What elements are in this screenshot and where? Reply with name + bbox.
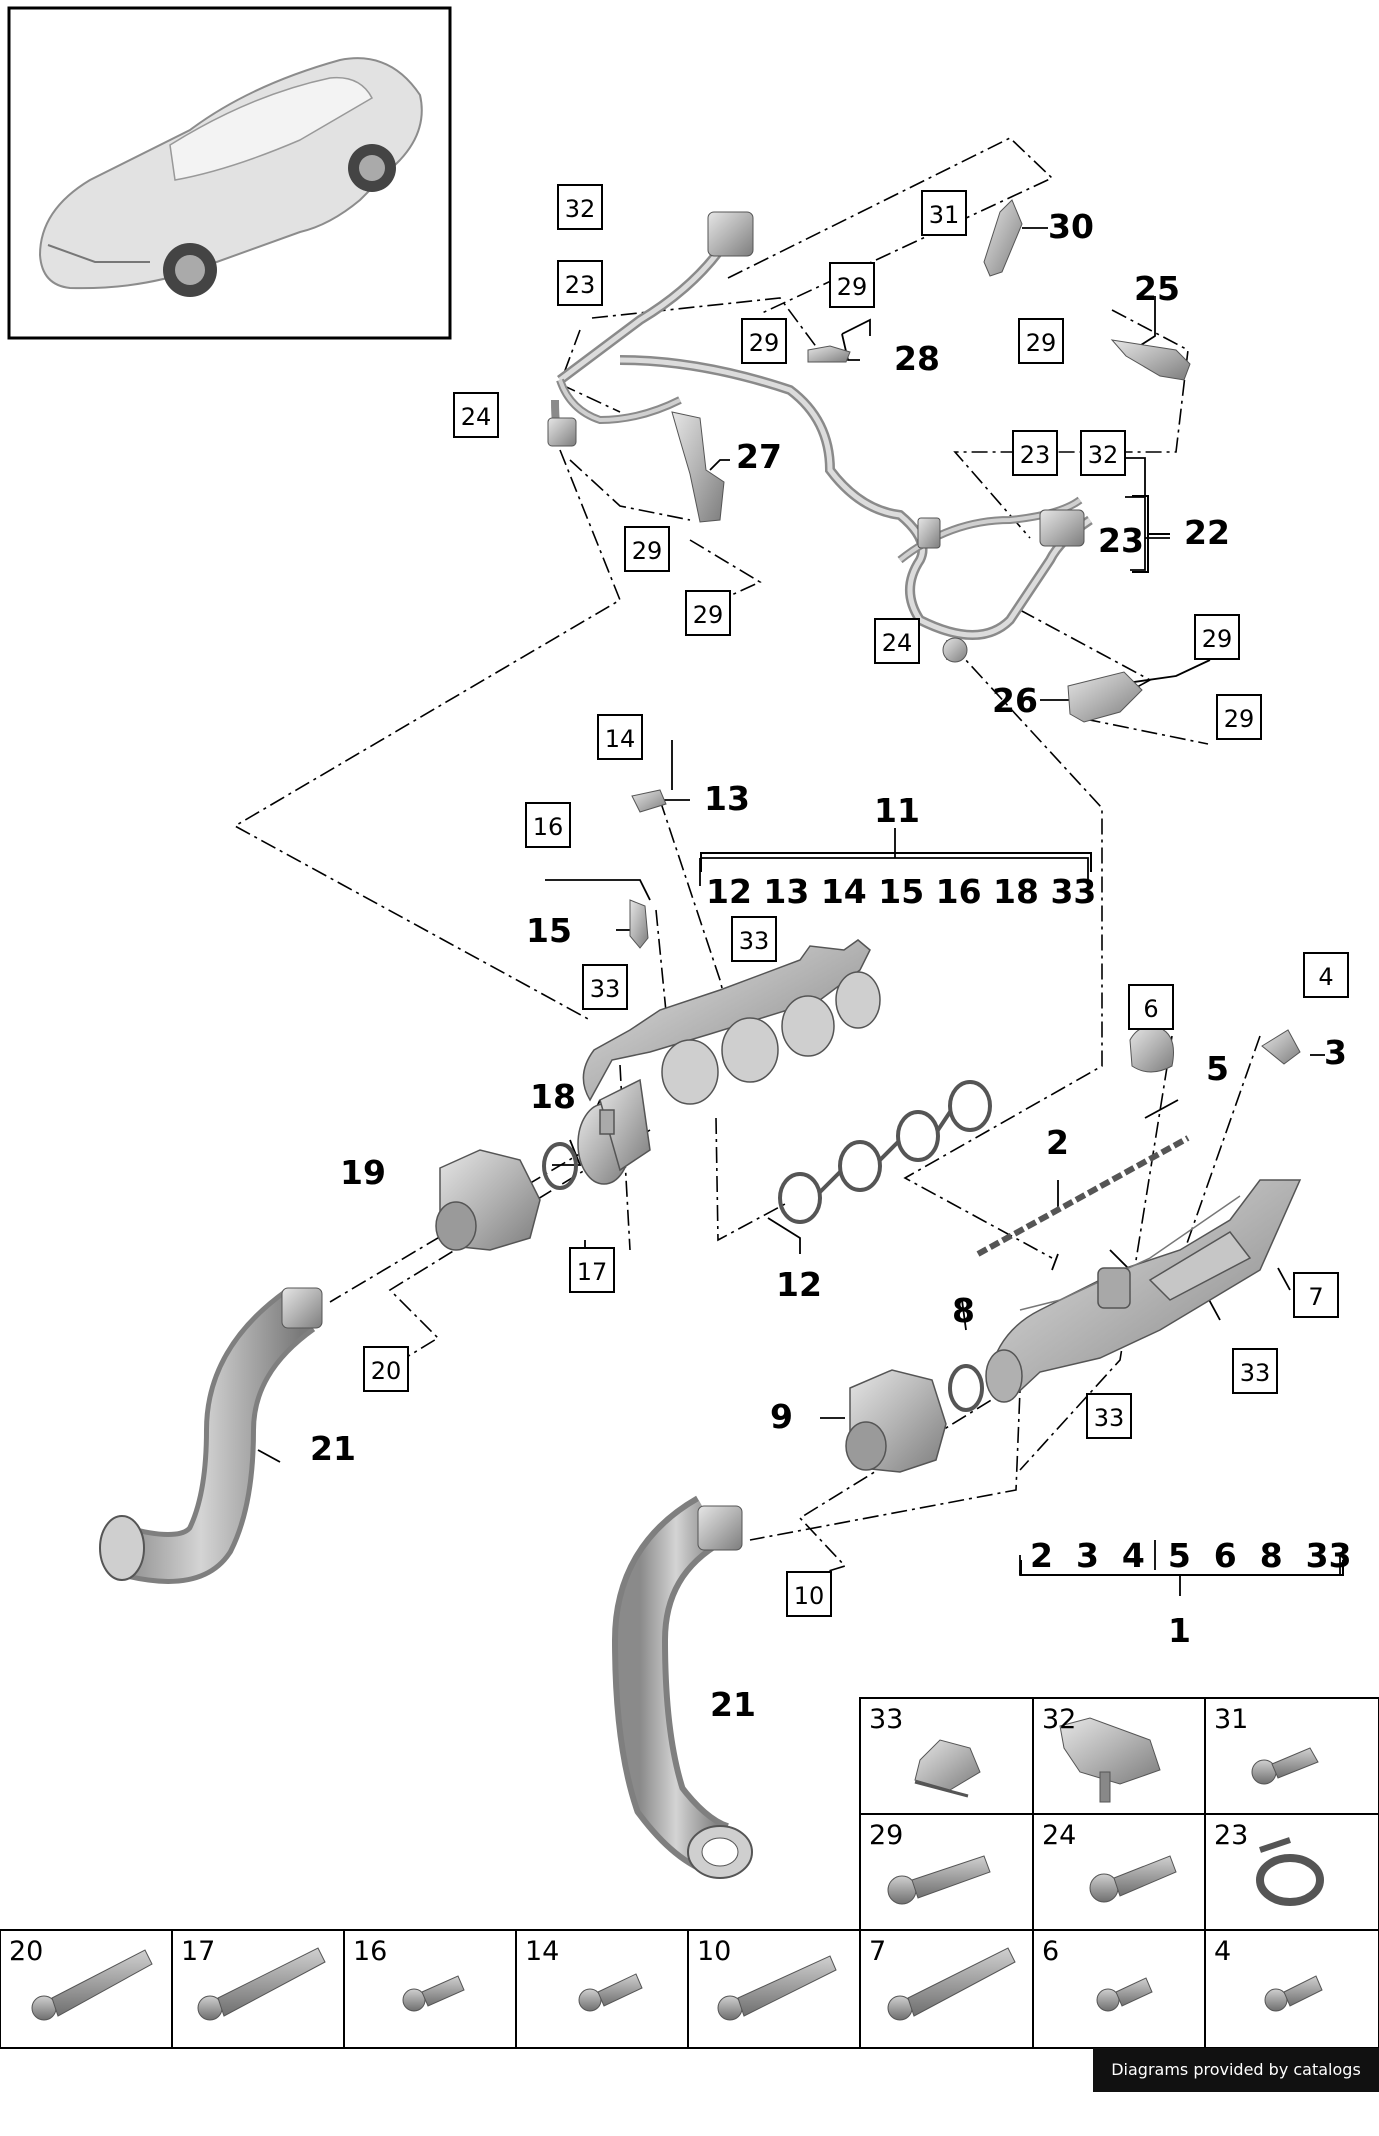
callout-19: 19 bbox=[340, 1153, 386, 1192]
table-cell-32: 32 bbox=[1042, 1704, 1077, 1735]
callout-12: 12 bbox=[776, 1265, 822, 1304]
callout-5: 5 bbox=[1206, 1049, 1229, 1088]
car-thumbnail-icon bbox=[38, 57, 423, 297]
table-cell-33: 33 bbox=[869, 1704, 904, 1735]
pressure-sensor-icon bbox=[1059, 1717, 1161, 1803]
box-label-29: 29 bbox=[829, 262, 875, 308]
bracket-icon bbox=[671, 199, 1191, 723]
box-label-29: 29 bbox=[624, 526, 670, 572]
gasket-icon bbox=[778, 1080, 992, 1224]
table-cell-29: 29 bbox=[869, 1820, 904, 1851]
callout-18: 18 bbox=[530, 1077, 576, 1116]
box-label-14: 14 bbox=[597, 714, 643, 760]
bolt-icon bbox=[887, 1855, 991, 1905]
callout-27: 27 bbox=[736, 437, 782, 476]
box-label-32: 32 bbox=[557, 184, 603, 230]
callout-3: 3 bbox=[1324, 1033, 1347, 1072]
box-label-20: 20 bbox=[363, 1346, 409, 1392]
o-ring-icon bbox=[542, 1142, 984, 1412]
callout-30: 30 bbox=[1048, 207, 1094, 246]
box-label-17: 17 bbox=[569, 1247, 615, 1293]
hose-assembly bbox=[551, 246, 1093, 660]
box-label-29: 29 bbox=[685, 590, 731, 636]
table-cell-14: 14 bbox=[525, 1936, 560, 1967]
table-cell-23: 23 bbox=[1214, 1820, 1249, 1851]
callout-13: 13 bbox=[704, 779, 750, 818]
footer-credit: Diagrams provided by catalogs parts bbox=[1093, 2048, 1379, 2123]
box-label-23: 23 bbox=[1012, 430, 1058, 476]
manifold-group-bracket bbox=[700, 852, 1092, 872]
throttle-body-icon bbox=[435, 1149, 947, 1473]
box-label-31: 31 bbox=[921, 190, 967, 236]
box-label-7: 7 bbox=[1293, 1272, 1339, 1318]
box-label-16: 16 bbox=[525, 802, 571, 848]
callout-25: 25 bbox=[1134, 269, 1180, 308]
clip-icon bbox=[914, 1739, 981, 1798]
charge-pipe-icon bbox=[99, 1287, 753, 1879]
box-label-29: 29 bbox=[1194, 614, 1240, 660]
sensor-icon bbox=[629, 789, 1301, 1073]
intake-part-list: 2 3 4 5 6 8 33 bbox=[1030, 1536, 1352, 1575]
callout-28: 28 bbox=[894, 339, 940, 378]
box-label-24: 24 bbox=[874, 618, 920, 664]
callout-8: 8 bbox=[952, 1291, 975, 1330]
callout-2: 2 bbox=[1046, 1123, 1069, 1162]
table-cell-7: 7 bbox=[869, 1936, 887, 1967]
hose-clamp-icon bbox=[1256, 1837, 1324, 1906]
callout-1: 1 bbox=[1168, 1611, 1191, 1650]
table-cell-20: 20 bbox=[9, 1936, 44, 1967]
table-cell-6: 6 bbox=[1042, 1936, 1060, 1967]
box-label-33: 33 bbox=[582, 964, 628, 1010]
intake-group-bracket bbox=[1020, 1560, 1344, 1576]
table-cell-4: 4 bbox=[1214, 1936, 1232, 1967]
callout-22: 22 bbox=[1184, 513, 1230, 552]
diagram-artwork bbox=[0, 6, 1379, 2049]
box-label-32: 32 bbox=[1080, 430, 1126, 476]
box-label-23: 23 bbox=[557, 260, 603, 306]
bolt-icon bbox=[1251, 1747, 1319, 1785]
callout-21b: 21 bbox=[710, 1685, 756, 1724]
group-brackets bbox=[1132, 495, 1170, 573]
valve-icon bbox=[547, 211, 1085, 663]
callout-23: 23 bbox=[1098, 521, 1144, 560]
box-label-33: 33 bbox=[1232, 1348, 1278, 1394]
box-label-33: 33 bbox=[731, 916, 777, 962]
bolt-icon bbox=[31, 1947, 1323, 2021]
table-cell-10: 10 bbox=[697, 1936, 732, 1967]
box-label-33: 33 bbox=[1086, 1393, 1132, 1439]
callout-9: 9 bbox=[770, 1397, 793, 1436]
box-label-6: 6 bbox=[1128, 984, 1174, 1030]
box-label-24: 24 bbox=[453, 392, 499, 438]
table-cell-16: 16 bbox=[353, 1936, 388, 1967]
manifold-part-list: 12 13 14 15 16 18 33 bbox=[706, 872, 1097, 911]
box-label-4: 4 bbox=[1303, 952, 1349, 998]
manifold-icon bbox=[577, 939, 881, 1185]
table-cell-31: 31 bbox=[1214, 1704, 1249, 1735]
box-label-29: 29 bbox=[741, 318, 787, 364]
box-label-29: 29 bbox=[1216, 694, 1262, 740]
bolt-icon bbox=[1089, 1855, 1177, 1903]
table-cell-17: 17 bbox=[181, 1936, 216, 1967]
callout-26: 26 bbox=[992, 681, 1038, 720]
parts-diagram: 30 25 28 27 22 23 26 13 11 15 18 19 2 12… bbox=[0, 6, 1379, 2123]
callout-15: 15 bbox=[526, 911, 572, 950]
parts-table-grid bbox=[0, 1697, 1379, 2049]
callout-21: 21 bbox=[310, 1429, 356, 1468]
plenum-icon bbox=[985, 1179, 1302, 1403]
box-label-29: 29 bbox=[1018, 318, 1064, 364]
table-cell-24: 24 bbox=[1042, 1820, 1077, 1851]
gasket-strip-icon bbox=[976, 1135, 1190, 1257]
callout-11: 11 bbox=[874, 791, 920, 830]
box-label-10: 10 bbox=[786, 1571, 832, 1617]
